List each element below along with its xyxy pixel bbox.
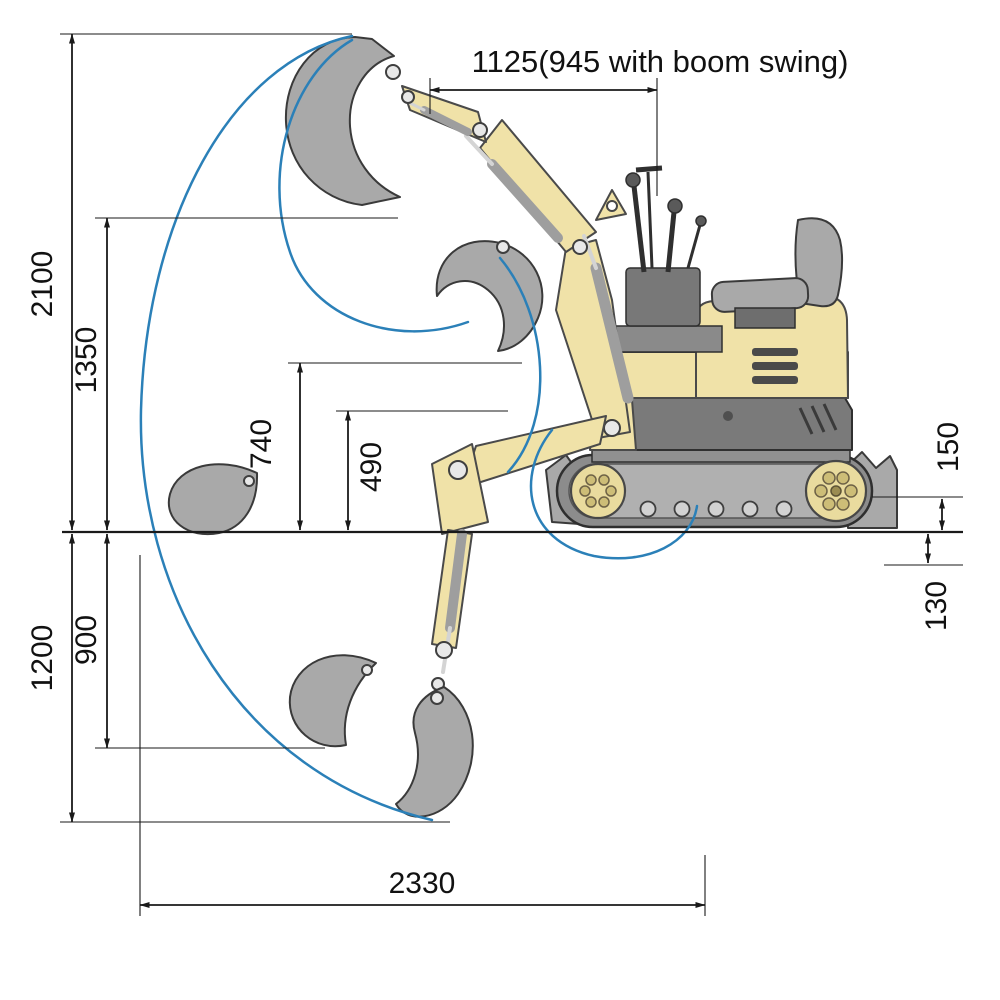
envelope-arc-mid xyxy=(498,256,542,474)
bucket-bottom-left-hinge xyxy=(361,664,373,676)
bucket-top xyxy=(284,36,401,206)
lever-left-knob xyxy=(625,172,641,188)
ghost-buckets xyxy=(167,463,377,748)
vent-bar xyxy=(752,362,798,370)
excavator-drawing xyxy=(284,36,898,818)
boom-upper xyxy=(479,119,597,253)
envelope-arc-outer xyxy=(139,34,434,822)
lever-aux xyxy=(686,224,702,269)
boom-cylinder xyxy=(590,262,634,404)
label-blade-above: 150 xyxy=(932,422,965,472)
bucket-bottom-left-ghost xyxy=(288,654,377,748)
pivot-pin xyxy=(401,90,415,104)
bucket-top-hinge xyxy=(385,64,401,80)
pivot-pin xyxy=(435,641,453,659)
upper-structure xyxy=(601,165,853,451)
arm-cylinder xyxy=(487,159,563,243)
pivot-pin xyxy=(448,460,468,480)
idler-wheel xyxy=(569,462,627,520)
label-mid-depth: 900 xyxy=(70,615,103,665)
sprocket-holes xyxy=(814,471,858,511)
label-bottom-reach: 2330 xyxy=(389,867,456,900)
label-height-740: 740 xyxy=(245,419,278,469)
label-height-490: 490 xyxy=(355,442,388,492)
vent-bar xyxy=(752,348,798,356)
floor-plate xyxy=(611,325,723,353)
idler-holes xyxy=(579,474,617,508)
boom-lower xyxy=(555,239,631,439)
envelope-arc-front xyxy=(529,428,699,560)
label-blade-below: 130 xyxy=(920,581,953,631)
boom-cylinder-rod xyxy=(582,234,598,270)
platform-bolt xyxy=(723,411,733,421)
lever-right xyxy=(665,211,677,273)
bucket-mid-hinge xyxy=(496,240,510,254)
control-console xyxy=(625,267,701,327)
arm-down-cylinder xyxy=(445,529,467,633)
dimension-labels: 1125(945 with boom swing) 2100 1350 740 … xyxy=(26,44,965,900)
control-levers xyxy=(625,165,707,273)
pivot-pin xyxy=(572,239,588,255)
bucket-bottom xyxy=(395,686,474,818)
boom-ear-hole xyxy=(606,200,618,212)
hood-vents xyxy=(752,348,798,384)
boom-down-elbow xyxy=(431,443,489,535)
lever-tall-handle xyxy=(635,165,663,173)
lever-left xyxy=(631,185,647,273)
bucket-left-hinge xyxy=(243,475,255,487)
working-range-arcs xyxy=(139,34,699,822)
pivot-pin xyxy=(603,419,621,437)
bucket-mid-ghost xyxy=(435,240,544,352)
boom-raised-position xyxy=(284,36,637,451)
swing-platform xyxy=(601,397,853,451)
label-max-height: 2100 xyxy=(26,251,59,318)
lever-tall xyxy=(646,171,654,269)
seat-cushion xyxy=(710,277,810,313)
bucket-cylinder xyxy=(420,106,472,136)
label-max-depth: 1200 xyxy=(26,625,59,692)
lever-aux-knob xyxy=(695,215,707,227)
arm-cylinder-rod xyxy=(464,134,494,166)
lever-right-knob xyxy=(667,198,683,214)
label-top-width: 1125(945 with boom swing) xyxy=(472,44,849,79)
label-mid-height: 1350 xyxy=(70,327,103,394)
sprocket-hub xyxy=(830,485,842,497)
bucket-bottom-hinge xyxy=(430,691,444,705)
dimension-lines xyxy=(60,33,963,916)
boom-lowered-position xyxy=(395,415,607,818)
envelope-arc-top xyxy=(278,38,470,333)
platform-vents xyxy=(798,403,838,435)
bucket-left-ghost xyxy=(167,463,259,536)
seat-mount xyxy=(734,307,796,329)
undercarriage xyxy=(545,445,898,529)
vent-bar xyxy=(752,376,798,384)
road-wheels xyxy=(639,500,793,518)
pivot-pin xyxy=(472,122,488,138)
